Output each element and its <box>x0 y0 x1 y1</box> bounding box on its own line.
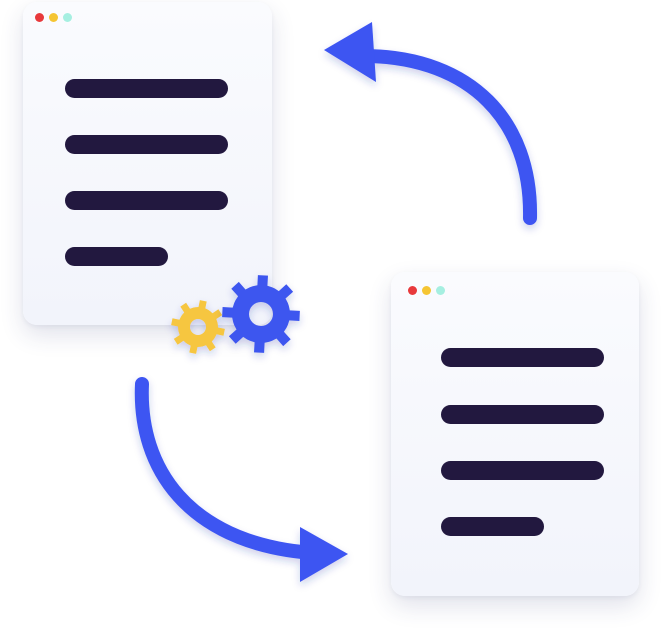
target-document-window <box>391 272 639 596</box>
window-minimize-dot <box>49 13 58 22</box>
text-line-placeholder <box>441 461 604 480</box>
window-minimize-dot <box>422 286 431 295</box>
window-maximize-dot <box>63 13 72 22</box>
text-line-placeholder <box>65 79 228 98</box>
curved-arrow-left-icon <box>324 22 538 225</box>
text-line-placeholder <box>441 405 604 424</box>
source-document-window <box>23 2 272 325</box>
curved-arrow-right-icon <box>134 377 348 582</box>
text-line-placeholder <box>441 348 604 367</box>
text-line-placeholder-short <box>65 247 168 266</box>
window-maximize-dot <box>436 286 445 295</box>
window-close-dot <box>35 13 44 22</box>
text-line-placeholder-short <box>441 517 544 536</box>
text-line-placeholder <box>65 135 228 154</box>
text-line-placeholder <box>65 191 228 210</box>
window-close-dot <box>408 286 417 295</box>
